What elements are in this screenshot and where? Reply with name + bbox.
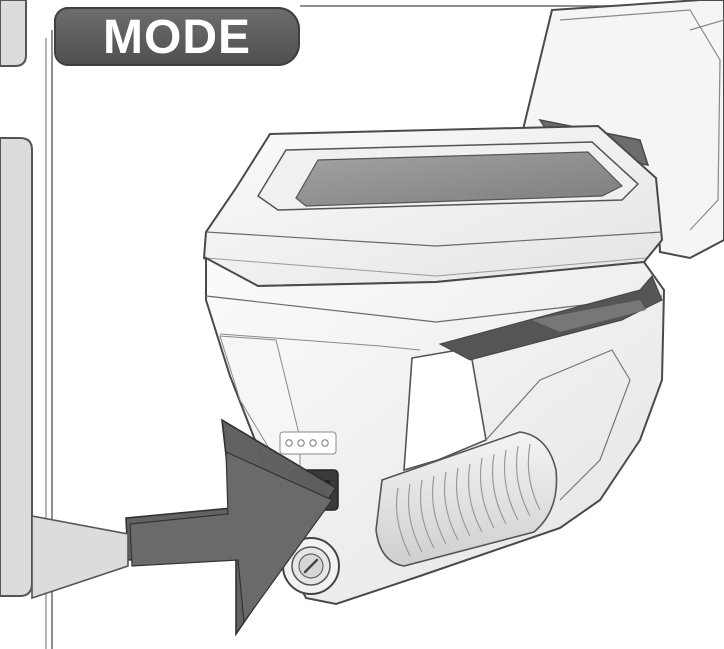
mode-badge: MODE xyxy=(54,7,300,66)
lock-knob-icon[interactable] xyxy=(282,537,340,595)
side-panel-top xyxy=(0,0,27,67)
device-head xyxy=(202,124,664,288)
device-screen xyxy=(295,151,624,207)
side-panel-main xyxy=(0,137,33,597)
arrow-right-icon xyxy=(31,418,338,637)
mode-label: MODE xyxy=(103,10,251,64)
device-body xyxy=(205,256,666,606)
device-roller xyxy=(375,431,558,567)
connector-pins-icon xyxy=(279,431,337,455)
